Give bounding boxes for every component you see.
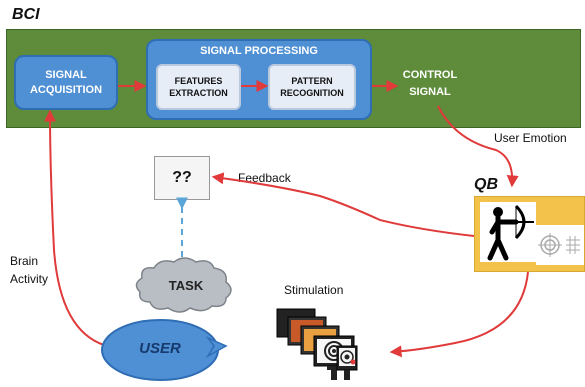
signal-processing-title: SIGNAL PROCESSING [200, 45, 318, 57]
target-panel [536, 225, 584, 265]
qb-box [474, 196, 585, 272]
brain-activity-line1: Brain [10, 254, 39, 268]
features-extraction-line1: FEATURES [174, 76, 223, 86]
signal-acquisition-line1: SIGNAL [45, 68, 87, 81]
control-signal-line2: SIGNAL [409, 86, 451, 98]
signal-acquisition-line2: ACQUISITION [29, 83, 103, 96]
archer-icon [487, 204, 534, 261]
stimulation-label: Stimulation [284, 283, 344, 297]
task-cloud [135, 257, 232, 313]
arrow-user-to-acquisition [44, 109, 105, 346]
grid-icon [566, 236, 580, 254]
features-extraction-box: FEATURES EXTRACTION [156, 64, 241, 110]
pattern-recognition-line2: RECOGNITION [280, 88, 344, 98]
task-label: TASK [168, 278, 204, 293]
arrow-qb-to-feedback [211, 172, 475, 237]
archer-panel [480, 202, 536, 262]
control-signal-line1: CONTROL [402, 69, 458, 81]
arrow-qb-to-stimulation [389, 271, 529, 358]
arrow-control-to-qb [437, 105, 519, 188]
features-extraction-line2: EXTRACTION [169, 88, 228, 98]
brain-activity-label: Brain Activity [10, 252, 48, 288]
user-node [101, 319, 228, 381]
bci-title: BCI [12, 6, 40, 23]
control-signal-text: CONTROL SIGNAL [388, 67, 472, 101]
qb-label: QB [474, 176, 498, 193]
pattern-recognition-box: PATTERN RECOGNITION [268, 64, 356, 110]
monitor-stack-icon [276, 308, 358, 380]
user-emotion-label: User Emotion [494, 131, 567, 145]
user-label: USER [139, 340, 181, 357]
brain-activity-line2: Activity [10, 272, 49, 286]
signal-acquisition-box: SIGNAL ACQUISITION [14, 55, 118, 110]
pattern-recognition-line1: PATTERN [291, 76, 333, 86]
target-icon [538, 233, 562, 257]
